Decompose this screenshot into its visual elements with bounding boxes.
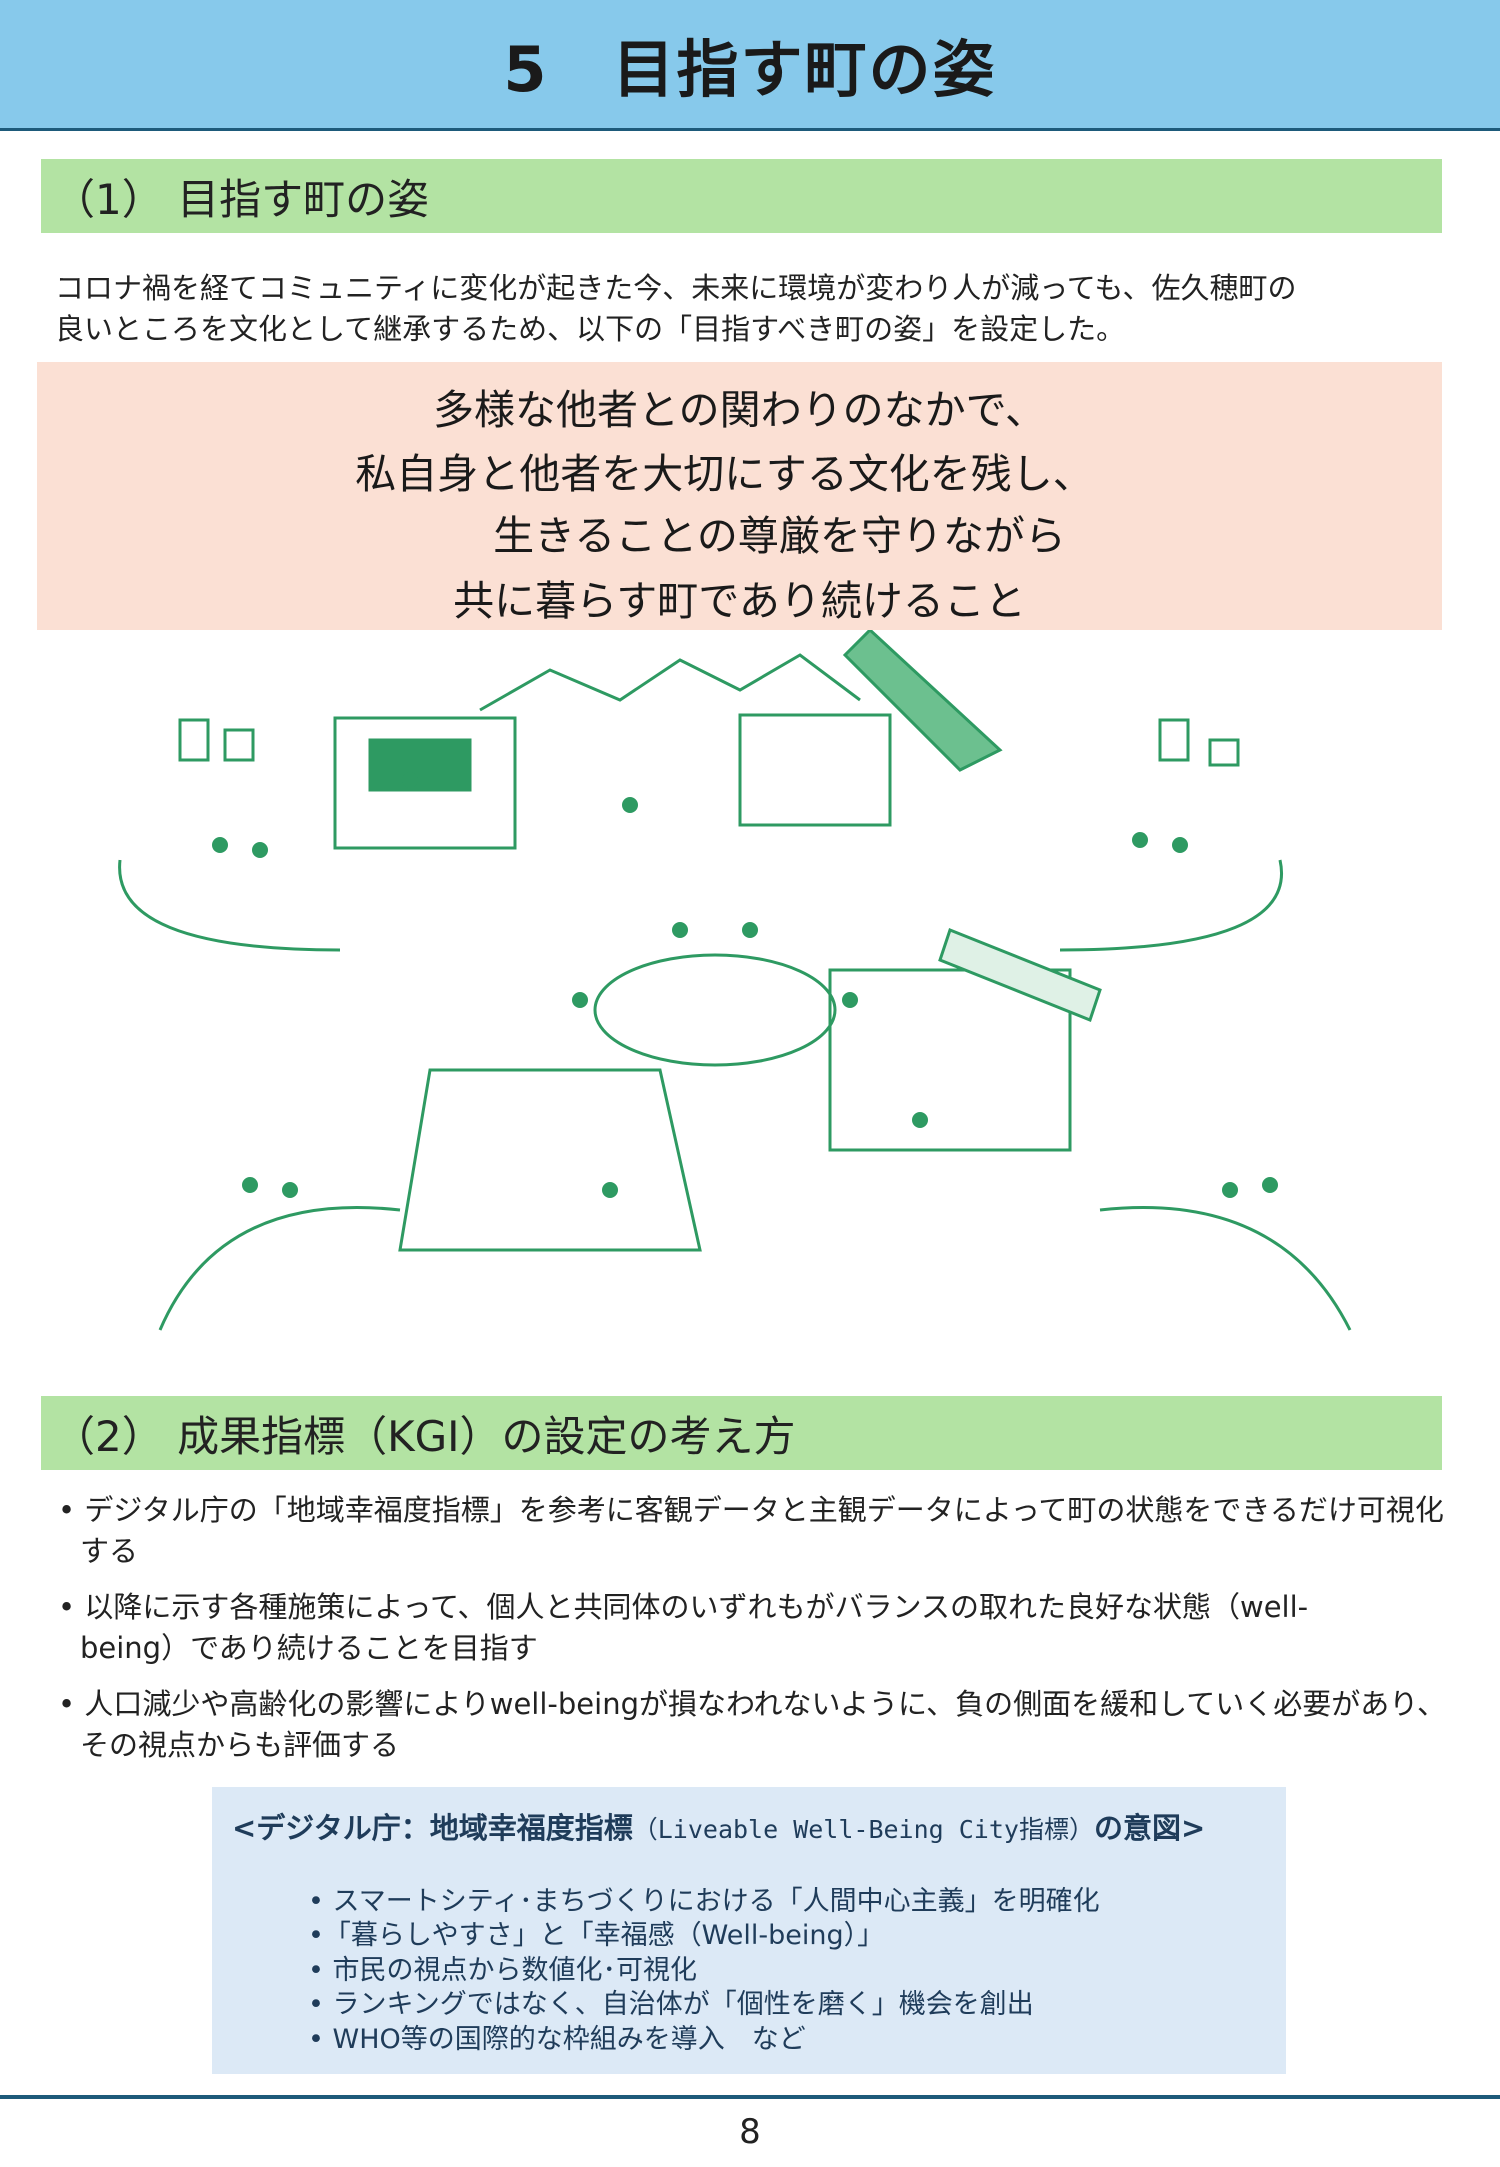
box-item: •「暮らしやすさ」と「幸福感（Well-being）」: [308, 1920, 885, 1951]
blackboard: [368, 738, 472, 792]
library-building: [828, 968, 1072, 1152]
path-left: [118, 859, 341, 952]
box-item: • WHO等の国際的な枠組みを導入 など: [308, 2024, 806, 2055]
section-heading-2: （2） 成果指標（KGI）の設定の考え方: [41, 1396, 1442, 1470]
intro-paragraph: コロナ禍を経てコミュニティに変化が起きた今、未来に環境が変わり人が減っても、佐久…: [55, 268, 1455, 350]
people: [212, 772, 1278, 1198]
bullet-item: • 以降に示す各種施策によって、個人と共同体のいずれもがバランスの取れた良好な状…: [58, 1590, 1309, 1665]
vision-line: 生きることの尊厳を守りながら: [493, 512, 1066, 560]
box-item: • スマートシティ･まちづくりにおける「人間中心主義」を明確化: [308, 1886, 1100, 1917]
library-roof: [938, 928, 1102, 1022]
page-number: 8: [739, 2112, 761, 2152]
farm-field: [398, 1068, 702, 1252]
bullet-item: • デジタル庁の「地域幸福度指標」を参考に客観データと主観データによって町の状態…: [58, 1493, 1444, 1568]
lwc-intent-box: <デジタル庁：地域幸福度指標（Liveable Well-Being City指…: [212, 1787, 1286, 2074]
page-header: 5 目指す町の姿: [0, 0, 1500, 131]
mountains: [479, 653, 861, 712]
vision-line: 多様な他者との関わりのなかで、: [433, 386, 1046, 434]
bullet-item: • 人口減少や高齢化の影響によりwell-beingが損なわれないように、負の側…: [58, 1687, 1447, 1762]
intro-line: コロナ禍を経てコミュニティに変化が起きた今、未来に環境が変わり人が減っても、佐久…: [55, 271, 1297, 305]
roof: [842, 630, 1003, 772]
section-heading-1: （1） 目指す町の姿: [41, 159, 1442, 233]
box-title: <デジタル庁：地域幸福度指標（Liveable Well-Being City指…: [232, 1811, 1206, 1845]
classroom-building: [333, 716, 517, 850]
path-bottom-right: [1099, 1206, 1352, 1331]
building-left: [178, 718, 210, 762]
footer-divider: [0, 2095, 1500, 2099]
vision-line: 私自身と他者を大切にする文化を残し、: [355, 450, 1094, 498]
page-title: 5 目指す町の姿: [503, 33, 997, 106]
path-right: [1059, 859, 1283, 952]
cafe-building: [738, 713, 892, 827]
vision-line: 共に暮らす町であり続けること: [453, 577, 1026, 625]
dining-table: [593, 953, 837, 1067]
building-right: [1158, 718, 1190, 762]
box-item: • ランキングではなく、自治体が「個性を磨く」機会を創出: [308, 1989, 1034, 2020]
intro-line: 良いところを文化として継承するため、以下の「目指すべき町の姿」を設定した。: [55, 312, 1126, 346]
path-bottom-left: [158, 1206, 401, 1331]
town-illustration: [118, 630, 1352, 1331]
box-item: • 市民の視点から数値化･可視化: [308, 1955, 698, 1986]
vision-statement-box: 多様な他者との関わりのなかで、 私自身と他者を大切にする文化を残し、 生きること…: [37, 362, 1442, 630]
